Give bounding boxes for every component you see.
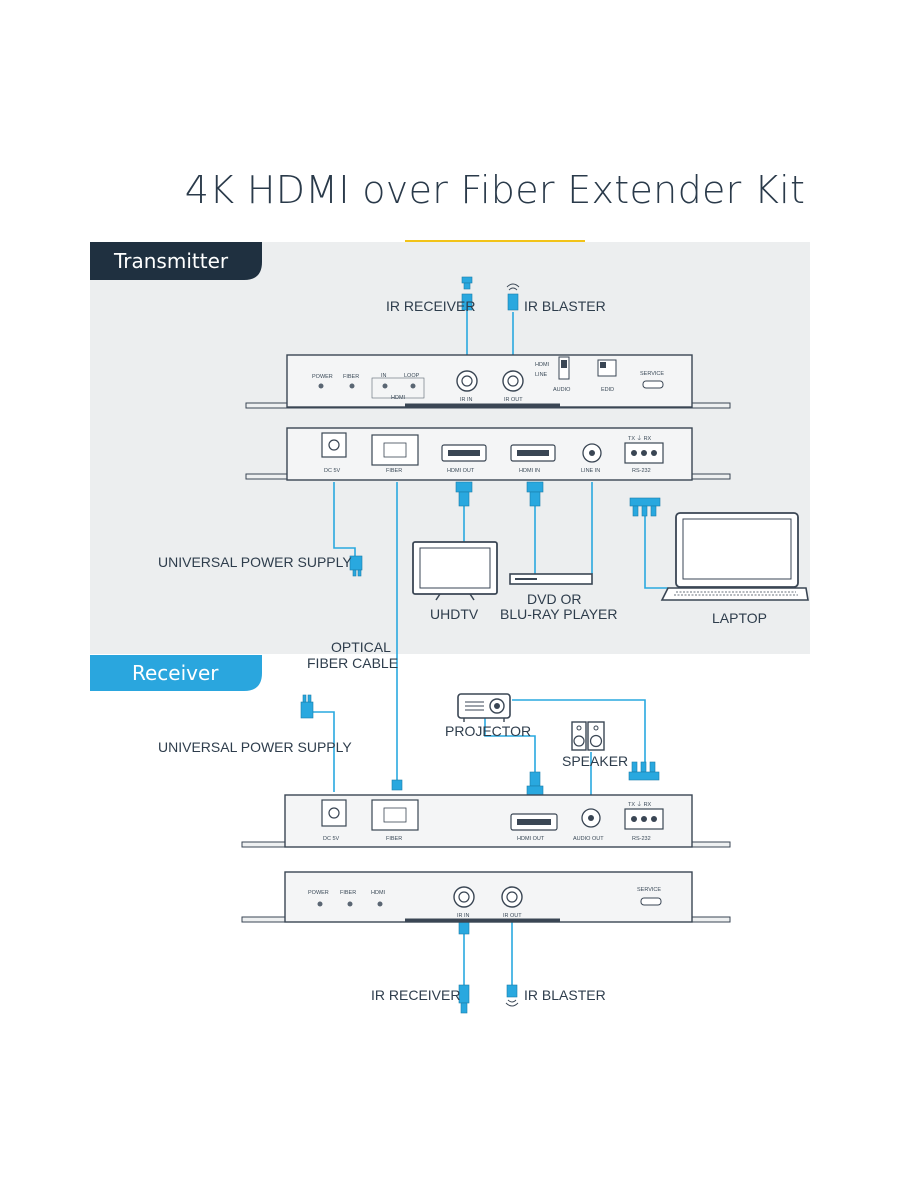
dvd-player-device	[509, 573, 593, 585]
rx-rs232-label: RS-232	[632, 836, 651, 842]
laptop-rs232-cable	[644, 512, 668, 589]
tx-hdmi-in-label: HDMI IN	[519, 468, 540, 474]
tx-line-in-label: LINE IN	[581, 468, 600, 474]
rx-ir-out-port	[501, 886, 523, 908]
tx-front-power-label: POWER	[312, 374, 333, 380]
receiver-tab	[90, 655, 262, 691]
rx-connectors	[391, 761, 660, 1014]
transmitter-front-panel: POWER FIBER IN LOOP HDMI IR IN IR OUT HD…	[245, 354, 731, 409]
uhdtv-hdmi-plug	[455, 481, 473, 493]
laptop-device	[660, 512, 809, 601]
rx-ir-blaster-label: IR BLASTER	[524, 987, 606, 1003]
tx-hdmi-loop-led	[410, 383, 416, 389]
tx-hdmi-out-label: HDMI OUT	[447, 468, 475, 474]
tx-rs232-label: RS-232	[632, 468, 651, 474]
transmitter-tab-label: Transmitter	[113, 249, 229, 273]
uhdtv-label: UHDTV	[430, 606, 479, 622]
tx-ir-receiver-label: IR RECEIVER	[386, 298, 475, 314]
tx-power-adapter	[349, 555, 363, 571]
tx-power-supply-label: UNIVERSAL POWER SUPPLY	[158, 554, 352, 570]
tx-power-cable	[333, 482, 356, 556]
dvd-label-line2: BLU-RAY PLAYER	[500, 606, 618, 622]
speaker-label: SPEAKER	[562, 753, 628, 769]
tx-hdmi-in-led	[382, 383, 388, 389]
rx-fiber-led	[347, 901, 353, 907]
tx-front-hdmi-label: HDMI	[391, 395, 406, 401]
rx-fiber-plug	[391, 779, 403, 791]
rx-ir-blaster-plug	[506, 984, 518, 998]
tx-dc-label: DC 5V	[324, 468, 341, 474]
tx-power-led	[318, 383, 324, 389]
tx-connectors	[349, 276, 661, 577]
projector-device	[457, 693, 511, 722]
speaker-device	[571, 721, 605, 751]
rx-front-power-label: POWER	[308, 890, 329, 896]
receiver-front-panel: POWER FIBER HDMI IR IN IR OUT SERVICE	[241, 871, 731, 923]
projector-hdmi-cable	[484, 718, 536, 772]
transmitter-tab	[90, 242, 262, 280]
tx-ir-out-label: IR OUT	[504, 397, 523, 403]
projector-rs232-cable	[512, 699, 646, 762]
page-title: 4K HDMI over Fiber Extender Kit	[0, 168, 900, 212]
rx-fiber-label: FIBER	[386, 836, 402, 842]
tx-audio-line-label: LINE	[535, 372, 548, 378]
rx-service-port	[640, 897, 662, 906]
projector-rs232-plug	[631, 761, 638, 773]
rx-dc-label: DC 5V	[323, 836, 340, 842]
fiber-label-line1: OPTICAL	[331, 639, 391, 655]
tx-fiber-label: FIBER	[386, 468, 402, 474]
rx-ir-in-label: IR IN	[457, 913, 470, 919]
rx-audio-out-label: AUDIO OUT	[573, 836, 604, 842]
tx-ir-receiver-sensor	[461, 276, 473, 284]
tx-dc-port	[321, 432, 347, 458]
rx-dc-port	[321, 799, 347, 827]
tx-ir-blaster-plug	[507, 293, 519, 311]
title-accent-line	[405, 240, 585, 243]
tx-edid-label: EDID	[601, 387, 614, 393]
rx-power-adapter	[300, 694, 314, 719]
tx-fiber-led	[349, 383, 355, 389]
tx-service-label: SERVICE	[640, 371, 664, 377]
title-text: 4K HDMI over Fiber Extender Kit	[184, 168, 806, 212]
rx-service-label: SERVICE	[637, 887, 661, 893]
tx-ir-in-label: IR IN	[460, 397, 473, 403]
rx-power-cable	[310, 711, 335, 792]
uhdtv-device	[412, 541, 498, 601]
laptop-label: LAPTOP	[712, 610, 767, 626]
ir-blaster-symbol-rx	[505, 999, 519, 1007]
fiber-label-line2: FIBER CABLE	[307, 655, 398, 671]
receiver-tab-label: Receiver	[132, 661, 219, 685]
receiver-back-panel: DC 5V FIBER HDMI OUT AUDIO OUT TX ⏚ RX R…	[241, 794, 731, 848]
laptop-rs232-plug	[629, 497, 661, 507]
tx-front-loop-label: LOOP	[404, 373, 420, 379]
rx-ir-receiver-label: IR RECEIVER	[371, 987, 460, 1003]
dvd-label-line1: DVD OR	[527, 591, 581, 607]
dvd-hdmi-plug	[526, 481, 544, 493]
tx-front-in-label: IN	[381, 373, 387, 379]
tx-fiber-port	[371, 434, 419, 466]
projector-label: PROJECTOR	[445, 723, 531, 739]
tx-ir-out-port	[502, 370, 524, 392]
rx-power-supply-label: UNIVERSAL POWER SUPPLY	[158, 739, 352, 755]
rx-ir-out-label: IR OUT	[503, 913, 522, 919]
tx-txrx-label: TX ⏚ RX	[628, 435, 652, 442]
tx-service-port	[642, 380, 664, 389]
rx-hdmi-out-label: HDMI OUT	[517, 836, 545, 842]
transmitter-back-panel: DC 5V FIBER HDMI OUT HDMI IN LINE IN TX …	[245, 427, 731, 481]
tx-ir-in-port	[456, 370, 478, 392]
rx-power-led	[317, 901, 323, 907]
rx-fiber-port	[371, 799, 419, 831]
tx-ir-blaster-label: IR BLASTER	[524, 298, 606, 314]
rx-ir-in-port	[453, 886, 475, 908]
projector-hdmi-plug	[529, 771, 541, 787]
ir-blaster-symbol-tx	[506, 283, 520, 291]
tx-audio-hdmi-label: HDMI	[535, 362, 550, 368]
rx-front-hdmi-label: HDMI	[371, 890, 386, 896]
rx-hdmi-led	[377, 901, 383, 907]
tx-front-fiber-label: FIBER	[343, 374, 359, 380]
rx-txrx-label: TX ⏚ RX	[628, 801, 652, 808]
rx-front-fiber-label: FIBER	[340, 890, 356, 896]
tx-audio-label: AUDIO	[553, 387, 571, 393]
